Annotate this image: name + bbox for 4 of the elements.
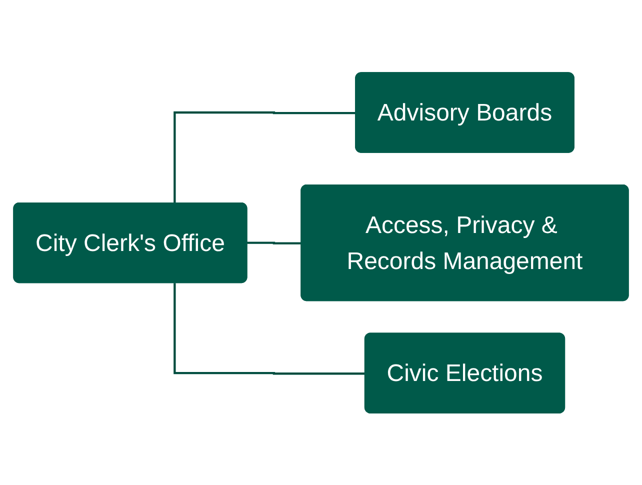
connector: [174, 111, 356, 204]
connector: [174, 282, 366, 374]
connector: [246, 241, 302, 244]
org-chart: City Clerk's Office Advisory Boards Access, Privacy & Records Management Civic Elections: [5, 64, 637, 422]
